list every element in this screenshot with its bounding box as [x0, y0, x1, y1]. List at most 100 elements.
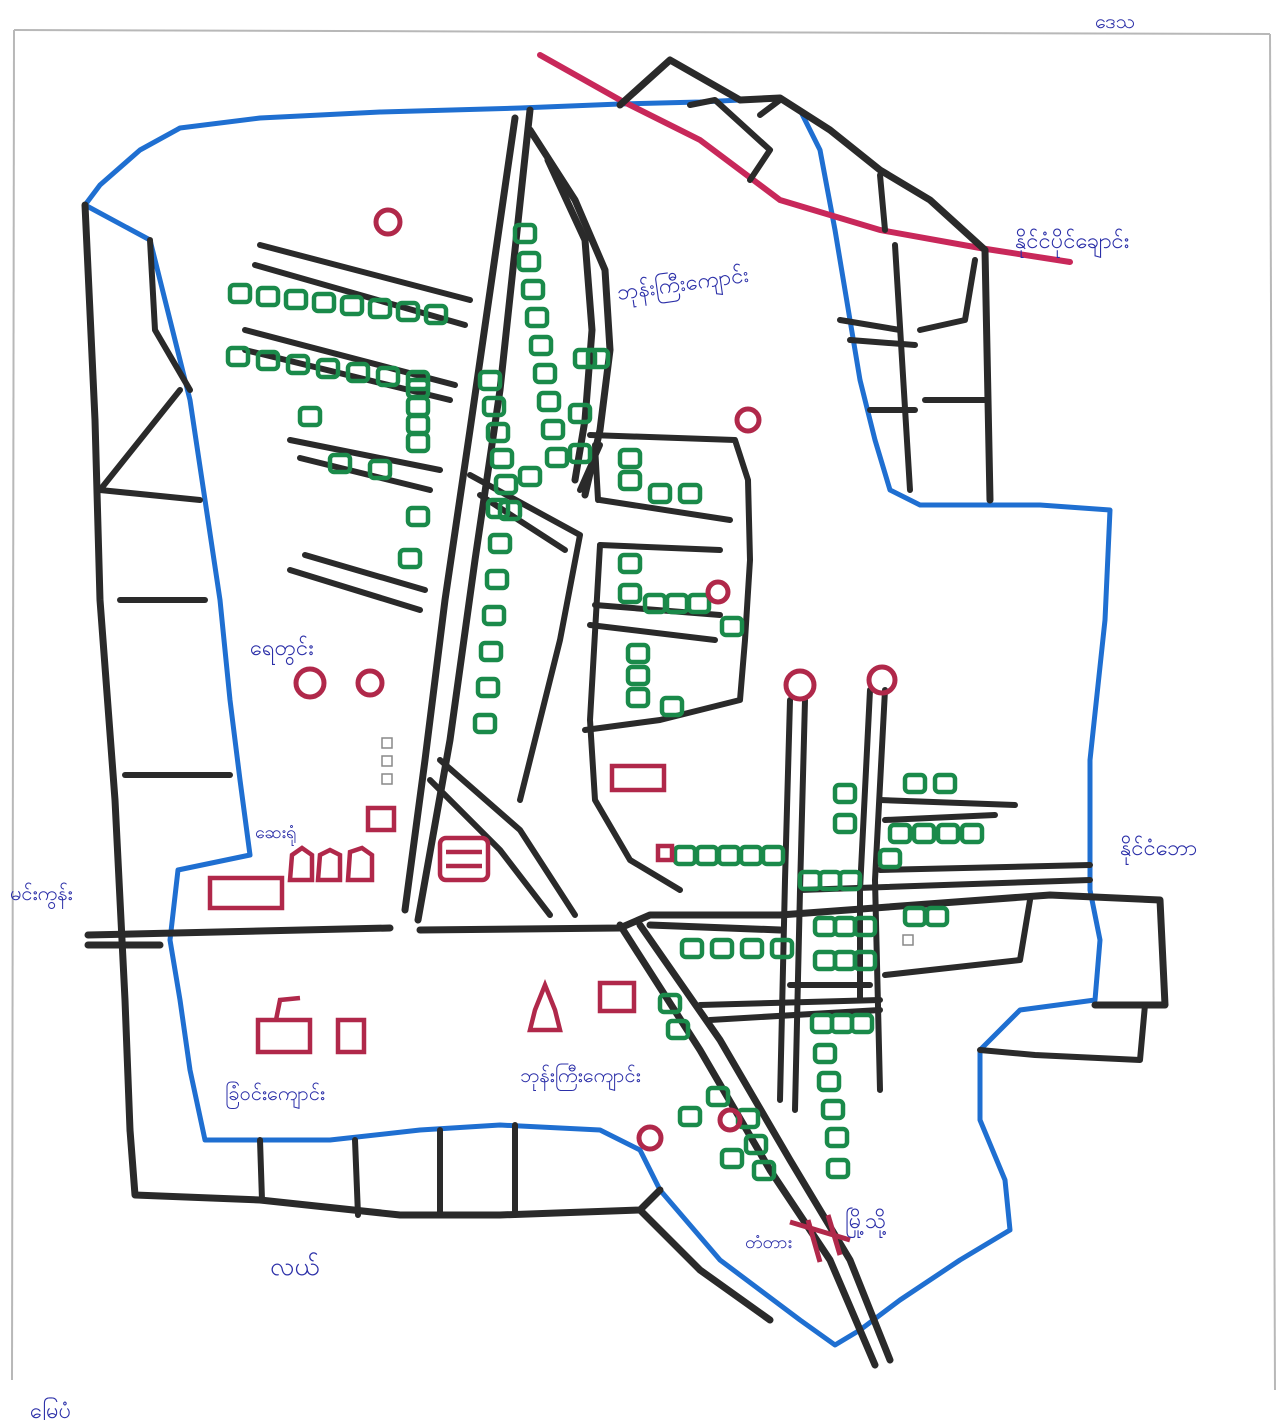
house-icon — [567, 442, 593, 465]
label-railway: နိုင်ငံပိုင်ချောင်း — [1015, 228, 1129, 258]
house-icon — [493, 473, 519, 496]
house-icon — [816, 1070, 842, 1093]
house-icon — [225, 345, 251, 368]
house-icon — [520, 278, 546, 301]
public-building-icon — [335, 1017, 367, 1055]
house-icon — [540, 418, 566, 441]
house-icon — [829, 1012, 855, 1035]
house-icon — [837, 869, 863, 892]
house-icon — [705, 1085, 731, 1108]
house-icon — [625, 686, 651, 709]
house-icon — [567, 402, 593, 425]
well-icon — [734, 406, 762, 434]
house-icon — [739, 937, 765, 960]
house-icon — [617, 447, 643, 470]
house-icon — [485, 497, 511, 520]
house-icon — [902, 772, 928, 795]
house-icon — [932, 772, 958, 795]
house-icon — [820, 1098, 846, 1121]
house-icon — [672, 844, 698, 867]
well-icon — [866, 664, 898, 696]
house-icon — [716, 844, 742, 867]
house-icon — [345, 361, 371, 384]
house-icon — [625, 664, 651, 687]
map-labels: ဒေသ နိုင်ငံပိုင်ချောင်း ဘုန်းကြီးကျောင်း… — [10, 9, 1197, 1420]
house-icon — [367, 458, 393, 481]
house-icon — [812, 915, 838, 938]
house-icon — [849, 1012, 875, 1035]
small-markers — [381, 737, 914, 946]
house-icon — [812, 949, 838, 972]
public-building-icon — [287, 845, 375, 883]
house-icon — [665, 1018, 691, 1041]
label-top-right: ဒေသ — [1095, 9, 1135, 33]
house-icon — [832, 782, 858, 805]
house-icon — [397, 547, 423, 570]
house-icon — [719, 615, 745, 638]
house-icon — [657, 992, 683, 1015]
label-bottom-left: ခြံဝင်းကျောင်း — [225, 1081, 325, 1109]
house-icon — [935, 822, 961, 845]
house-icon — [497, 499, 523, 522]
paper-frame — [11, 29, 1276, 1391]
house-icon — [760, 844, 786, 867]
label-east: နိုင်ငံဘော — [1120, 835, 1197, 865]
house-icon — [516, 250, 542, 273]
well-icon — [373, 207, 403, 237]
house-icon — [677, 482, 703, 505]
house-icon — [812, 1042, 838, 1065]
house-icon — [485, 421, 511, 444]
house-icon — [824, 1126, 850, 1149]
house-icon — [395, 300, 421, 323]
house-icon — [512, 222, 538, 245]
house-icon — [481, 604, 507, 627]
public-building-icon — [437, 835, 491, 883]
house-icon — [489, 447, 515, 470]
house-icon — [877, 847, 903, 870]
house-icon — [315, 357, 341, 380]
house-icon — [832, 812, 858, 835]
house-icon — [647, 482, 673, 505]
house-icon — [405, 431, 431, 454]
house-icon — [481, 395, 507, 418]
pagoda-icon — [527, 978, 563, 1033]
bridge-icon — [789, 1214, 851, 1263]
house-icon — [475, 676, 501, 699]
label-well: ရေတွင်း — [250, 635, 314, 666]
house-icon — [405, 505, 431, 528]
house-icon — [887, 822, 913, 845]
house-icon — [825, 1157, 851, 1180]
house-icon — [285, 353, 311, 376]
house-icon — [769, 937, 795, 960]
well-icon — [705, 579, 731, 605]
houses — [225, 222, 985, 1182]
house-icon — [423, 303, 449, 326]
well-icon — [355, 668, 385, 698]
label-clinic: ဆေးရုံ — [255, 822, 296, 846]
house-icon — [677, 1105, 703, 1128]
public-building-icon — [207, 875, 285, 911]
label-bottom-center: ဘုန်းကြီးကျောင်း — [520, 1063, 641, 1091]
house-icon — [405, 395, 431, 418]
house-icon — [902, 905, 928, 928]
wells — [293, 207, 898, 1152]
house-icon — [959, 822, 985, 845]
public-building-icon — [446, 849, 482, 869]
label-monastery-north: ဘုန်းကြီးကျောင်း — [615, 261, 751, 310]
house-icon — [484, 568, 510, 591]
house-icon — [283, 288, 309, 311]
house-icon — [339, 294, 365, 317]
house-icon — [694, 844, 720, 867]
house-icon — [625, 642, 651, 665]
well-icon — [636, 1124, 664, 1152]
house-icon — [832, 915, 858, 938]
house-icon — [832, 949, 858, 972]
house-icon — [255, 285, 281, 308]
house-icon — [536, 390, 562, 413]
house-icon — [327, 452, 353, 475]
public-building-icon — [273, 995, 301, 1021]
label-page-bottom: မြေပုံ — [30, 1397, 71, 1420]
house-icon — [617, 469, 643, 492]
house-icon — [751, 1159, 777, 1182]
house-icon — [659, 695, 685, 718]
